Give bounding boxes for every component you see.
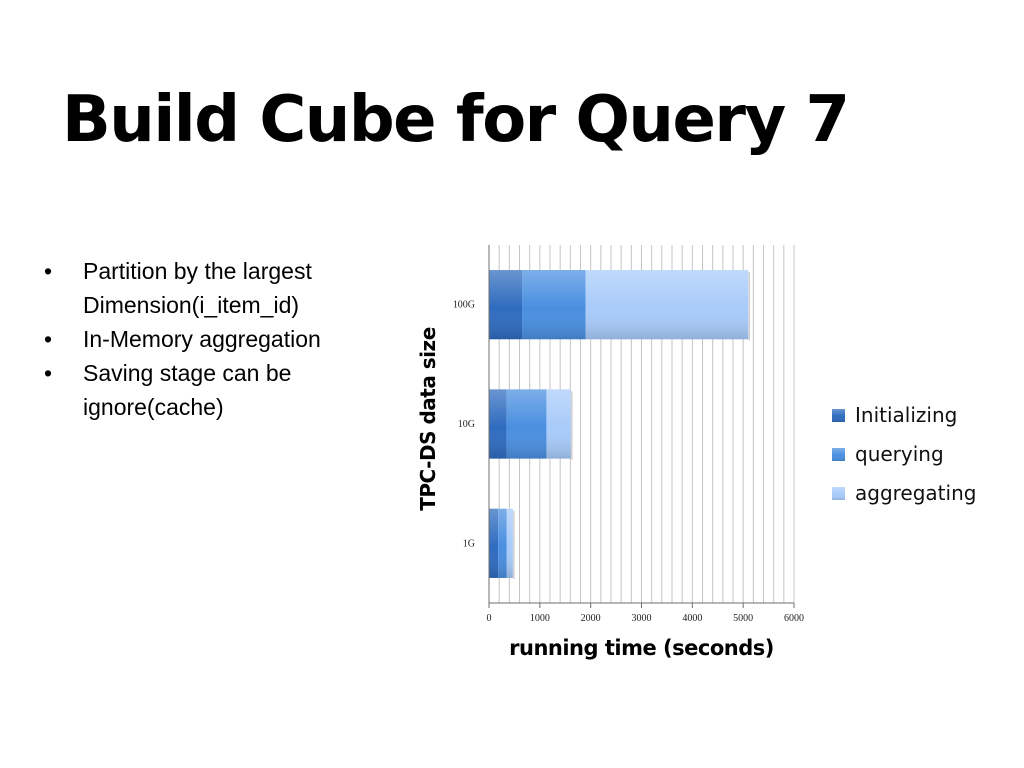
bars — [489, 270, 750, 579]
axes: 100G 10G 1G 0 1000 2000 3000 4000 5000 6000 runnin… — [416, 245, 804, 660]
y-axis-title: TPC-DS data size — [416, 327, 440, 511]
legend-swatch-shading — [832, 487, 845, 500]
bullet-item: Partition by the largest Dimension(i_ite… — [40, 254, 400, 322]
bar-shading — [489, 270, 749, 340]
x-tick-label: 1000 — [530, 613, 550, 624]
x-tick-label: 6000 — [784, 613, 804, 624]
bar-shading — [489, 508, 513, 578]
legend-swatch-shading — [832, 409, 845, 422]
bar-shading — [489, 389, 571, 459]
legend: Initializing querying aggregating — [832, 403, 976, 505]
x-tick-label: 4000 — [682, 613, 702, 624]
legend-swatch-shading — [832, 448, 845, 461]
y-tick-label: 100G — [453, 300, 475, 311]
x-tick-label: 0 — [487, 613, 492, 624]
y-tick-label: 1G — [463, 538, 475, 549]
bullet-item: In-Memory aggregation — [40, 322, 400, 356]
x-tick-label: 2000 — [581, 613, 601, 624]
y-tick-label: 10G — [458, 419, 475, 430]
slide-title: Build Cube for Query 7 — [62, 83, 850, 157]
x-tick-label: 3000 — [632, 613, 652, 624]
legend-label: querying — [855, 442, 944, 466]
legend-label: aggregating — [855, 481, 976, 505]
bullet-item: Saving stage can be ignore(cache) — [40, 356, 400, 424]
x-axis-title: running time (seconds) — [509, 636, 774, 660]
x-tick-label: 5000 — [733, 613, 753, 624]
legend-label: Initializing — [855, 403, 957, 427]
bullet-list: Partition by the largest Dimension(i_ite… — [40, 254, 400, 424]
stacked-bar-chart: 100G 10G 1G 0 1000 2000 3000 4000 5000 6000 runnin… — [416, 245, 976, 660]
